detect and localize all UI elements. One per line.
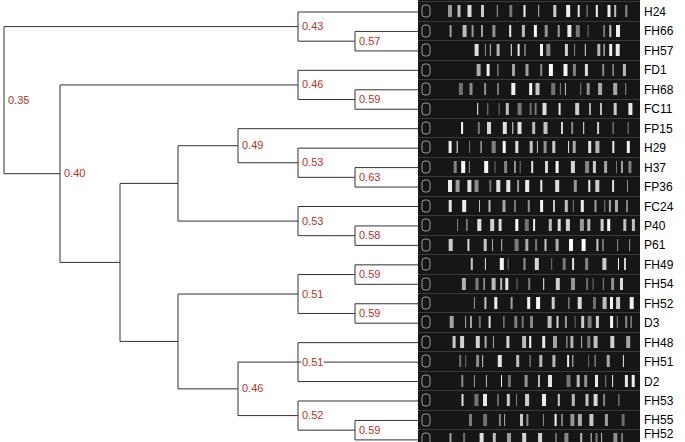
similarity-value: 0.35: [7, 95, 30, 106]
strain-label: FC11: [644, 103, 672, 115]
strain-label: FH48: [644, 337, 673, 349]
strain-label: FD1: [644, 64, 667, 76]
strain-label: D2: [644, 376, 659, 388]
strain-label: FH53: [644, 395, 673, 407]
strain-label: FH52: [644, 428, 673, 440]
strain-label: FH68: [644, 84, 673, 96]
branch-line: [298, 313, 355, 314]
branch-line: [298, 342, 418, 343]
branch-line: [238, 162, 298, 163]
strain-label: FP36: [644, 181, 673, 193]
branch-line: [178, 145, 238, 146]
strain-label: D3: [644, 317, 659, 329]
branch-line: [355, 167, 418, 168]
branch-line: [355, 187, 418, 188]
branch-line: [355, 50, 418, 51]
branch-line: [355, 31, 418, 32]
branch-line: [355, 284, 418, 285]
branch-line: [298, 206, 418, 207]
branch-line: [355, 109, 418, 110]
branch-line: [298, 401, 418, 402]
branch-line: [355, 89, 418, 90]
branch-line: [298, 381, 418, 382]
branch-line: [238, 362, 298, 363]
dendrogram-lines: [4, 12, 418, 440]
strain-label: FH51: [644, 356, 673, 368]
branch-line: [355, 264, 418, 265]
branch-line: [298, 177, 355, 178]
branch-line: [4, 27, 5, 174]
branch-line: [178, 388, 238, 389]
branch-line: [355, 225, 418, 226]
strain-label: P40: [644, 220, 665, 232]
strain-label: H37: [644, 162, 666, 174]
gel-image: [418, 0, 640, 442]
branch-line: [298, 99, 355, 100]
strain-label: FC24: [644, 201, 673, 213]
branch-line: [60, 84, 298, 85]
branch-line: [298, 148, 418, 149]
branch-line: [4, 26, 298, 27]
similarity-value: 0.49: [241, 140, 264, 151]
similarity-value: 0.59: [358, 308, 381, 319]
branch-line: [120, 341, 178, 342]
branch-line: [238, 415, 298, 416]
strain-label: FH55: [644, 414, 673, 426]
similarity-value: 0.52: [301, 410, 324, 421]
branch-line: [298, 235, 355, 236]
strain-label: P61: [644, 239, 665, 251]
strain-label: FH49: [644, 259, 673, 271]
similarity-value: 0.43: [301, 21, 324, 32]
similarity-value: 0.51: [301, 289, 324, 300]
gel-bands: [418, 1, 640, 442]
branch-line: [355, 245, 418, 246]
strain-label: FH57: [644, 45, 673, 57]
similarity-value: 0.58: [358, 230, 381, 241]
strain-label: H29: [644, 142, 666, 154]
branch-line: [355, 420, 418, 421]
branch-line: [4, 173, 60, 174]
similarity-value: 0.53: [301, 216, 324, 227]
similarity-value: 0.63: [358, 172, 381, 183]
strain-label: H24: [644, 6, 666, 18]
strain-label: FP15: [644, 123, 673, 135]
strain-label: FH66: [644, 25, 673, 37]
branch-line: [298, 70, 418, 71]
branch-line: [298, 12, 418, 13]
strain-label: FH52: [644, 298, 673, 310]
branch-line: [60, 262, 120, 263]
branch-line: [178, 221, 298, 222]
branch-line: [178, 294, 298, 295]
similarity-value: 0.40: [63, 168, 86, 179]
branch-line: [298, 274, 355, 275]
similarity-value: 0.51: [301, 357, 324, 368]
similarity-value: 0.53: [301, 157, 324, 168]
similarity-value: 0.59: [358, 425, 381, 436]
branch-line: [238, 128, 418, 129]
branch-line: [355, 439, 418, 440]
similarity-value: 0.46: [301, 79, 324, 90]
similarity-value: 0.46: [241, 383, 264, 394]
branch-line: [120, 183, 178, 184]
similarity-value: 0.59: [358, 269, 381, 280]
similarity-value: 0.57: [358, 36, 381, 47]
branch-line: [298, 41, 355, 42]
strain-label: FH54: [644, 278, 673, 290]
branch-line: [298, 430, 355, 431]
branch-line: [355, 303, 418, 304]
branch-line: [355, 323, 418, 324]
similarity-value: 0.59: [358, 94, 381, 105]
